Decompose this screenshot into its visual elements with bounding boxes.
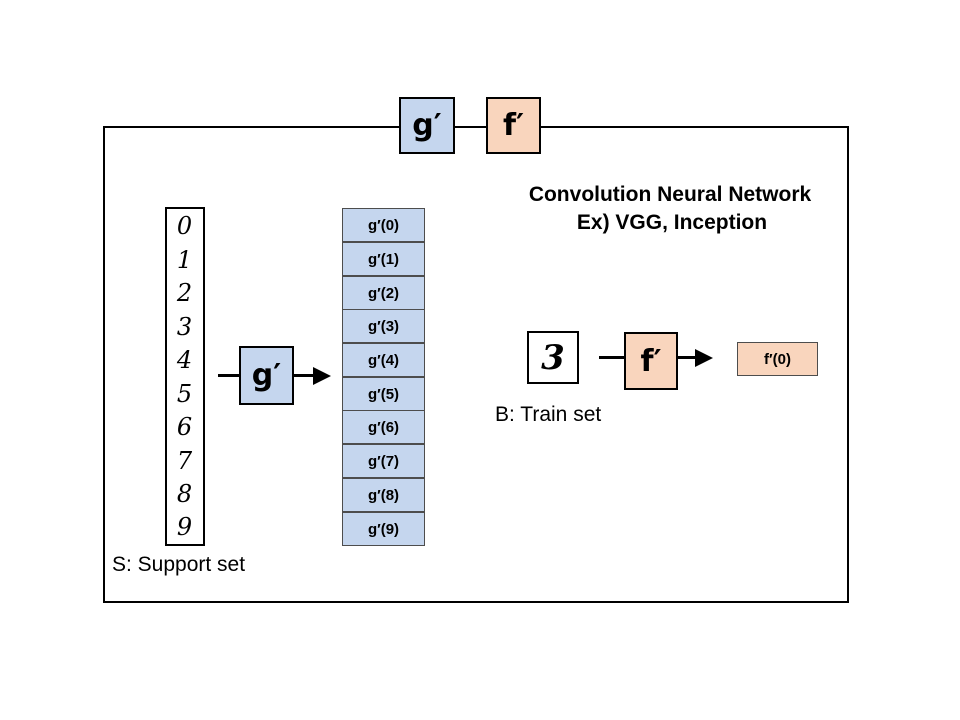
f-prime-header-label: f′ — [503, 108, 524, 143]
feature-cell: g′(6) — [342, 410, 425, 444]
support-set-caption: S: Support set — [112, 553, 246, 576]
feature-cell: g′(0) — [342, 208, 425, 242]
g-prime-encoder-box: g′ — [239, 346, 294, 405]
digit-image: 7 — [176, 447, 193, 475]
feature-cell: g′(3) — [342, 309, 425, 343]
train-arrow-head-icon — [695, 349, 713, 367]
train-input-line — [599, 356, 625, 359]
diagram-frame — [103, 126, 849, 603]
train-output-label: f′(0) — [764, 350, 791, 368]
g-prime-encoder-label: g′ — [251, 358, 282, 393]
feature-cell: g′(8) — [342, 478, 425, 512]
g-prime-header-label: g′ — [412, 108, 442, 143]
query-digit: 3 — [541, 337, 565, 378]
train-set-caption: B: Train set — [495, 403, 602, 426]
query-digit-image: 3 — [527, 331, 579, 384]
g-prime-header-box: g′ — [399, 97, 455, 154]
support-set-digits: 0 1 2 3 4 5 6 7 8 9 — [165, 207, 205, 546]
feature-cell: g′(1) — [342, 242, 425, 276]
digit-image: 0 — [176, 212, 193, 240]
train-output-cell: f′(0) — [737, 342, 818, 376]
f-prime-encoder-box: f′ — [624, 332, 678, 390]
feature-cell: g′(9) — [342, 512, 425, 546]
digit-image: 3 — [176, 313, 193, 341]
digit-image: 8 — [176, 480, 193, 508]
support-features-column: g′(0) g′(1) g′(2) g′(3) g′(4) g′(5) g′(6… — [342, 208, 425, 546]
cnn-title-line1: Convolution Neural Network — [528, 183, 812, 206]
digit-image: 4 — [176, 346, 193, 374]
f-prime-encoder-label: f′ — [640, 343, 662, 379]
feature-cell: g′(7) — [342, 444, 425, 478]
support-input-line — [218, 374, 240, 377]
support-output-line — [293, 374, 315, 377]
digit-image: 1 — [176, 246, 193, 274]
digit-image: 5 — [176, 380, 193, 408]
feature-cell: g′(5) — [342, 377, 425, 411]
digit-image: 6 — [176, 413, 193, 441]
feature-cell: g′(2) — [342, 276, 425, 310]
digit-image: 9 — [176, 513, 193, 541]
f-prime-header-box: f′ — [486, 97, 541, 154]
train-output-line — [677, 356, 697, 359]
support-arrow-head-icon — [313, 367, 331, 385]
feature-cell: g′(4) — [342, 343, 425, 377]
cnn-title-line2: Ex) VGG, Inception — [576, 211, 768, 234]
digit-image: 2 — [176, 279, 193, 307]
